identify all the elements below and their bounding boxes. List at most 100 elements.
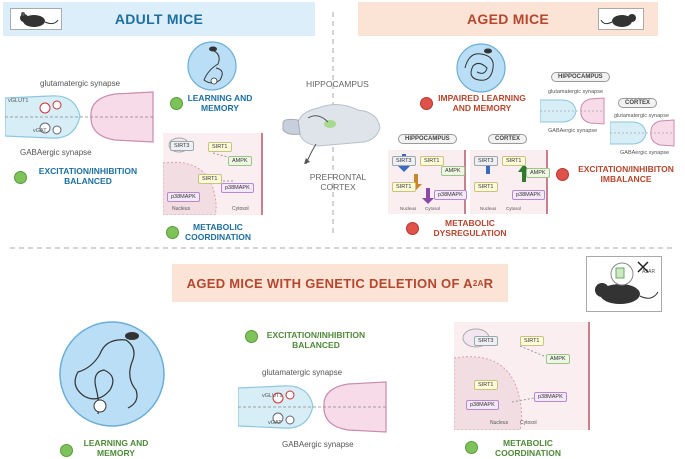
adult-mice-banner: ADULT MICE [3,2,315,36]
adult-sirt1-tag-bottom: SIRT1 [198,174,222,184]
adult-ei-caption: EXCITATION/INHIBITION BALANCED [30,166,146,186]
a2ar-tag-label: A2AR [642,269,656,275]
adult-ei-line2: BALANCED [64,176,112,186]
aged-hippo-glut-label: glutamatergic synapse [548,89,604,95]
ko-ampk-tag: AMPK [546,354,570,364]
aged-cortex-sirt3-tag: SIRT3 [474,156,498,166]
ko-ei-smile-icon [245,330,258,343]
adult-metab-smile-icon [166,226,179,239]
aged-ei-line2: IMBALANCE [600,174,652,184]
adult-mouse-icon [10,8,62,30]
aged-hippo-sirt1b-tag: SIRT1 [392,182,416,192]
adult-nucleus-label: Nucleus [172,206,191,212]
ko-gabaergic-label: GABAergic synapse [282,440,354,449]
adult-vgat-label: vGAT [33,128,47,134]
aged-metab-line1: METABOLIC [445,218,495,228]
aged-maze-icon [456,43,506,93]
aged-hippo-ampk-tag: AMPK [441,166,465,176]
ko-metab-caption: METABOLIC COORDINATION [482,438,574,458]
ko-vglut1-label: vGLUT1 [262,393,283,399]
aged-mouse-icon [598,8,644,30]
adult-ei-smile-icon [14,171,27,184]
ko-p38-tag-right: p38MAPK [534,392,567,402]
aged-cortex-pill-2: CORTEX [488,134,528,144]
adult-learning-line1: LEARNING AND [187,93,253,103]
adult-learning-caption: LEARNING AND MEMORY [185,93,255,113]
aged-hippocampus-pill: HIPPOCAMPUS [551,72,610,82]
adult-learning-line2: MEMORY [201,103,239,113]
deletion-title: AGED MICE WITH GENETIC DELETION OF A [186,275,473,291]
aged-ei-caption: EXCITATION/INHIBITON IMBALANCE [570,164,682,184]
aged-hippo-gaba-label: GABAergic synapse [548,128,598,134]
adult-cytosol-label: Cytosol [232,206,249,212]
aged-cortex-glut-label: glutamatergic synapse [614,113,670,119]
prefrontal-caption: PREFRONTAL CORTEX [303,172,373,192]
aged-learning-line2: AND MEMORY [452,103,512,113]
prefrontal-line1: PREFRONTAL [309,172,367,182]
adult-metab-line1: METABOLIC [193,222,243,232]
aged-hippo-nucleus-label: Nucleus [400,206,417,211]
aged-cortex-sirt1b-tag: SIRT1 [474,182,498,192]
adult-gabaergic-label: GABAergic synapse [20,148,92,157]
prefrontal-line2: CORTEX [320,182,356,192]
aged-mice-title: AGED MICE [466,11,550,27]
aged-hippo-synapse [540,97,605,125]
ko-ei-caption: EXCITATION/INHIBITION BALANCED [260,330,372,350]
ko-metab-line1: METABOLIC [503,438,553,448]
adult-vglut1-label: vGLUT1 [8,98,29,104]
aged-hippo-p38-tag: p38MAPK [434,190,467,200]
adult-maze-icon [187,41,237,91]
ko-learning-caption: LEARNING AND MEMORY [76,438,156,458]
adult-ampk-tag: AMPK [228,156,252,166]
adult-ei-line1: EXCITATION/INHIBITION [38,166,138,176]
ko-cytosol-label: Cytosol [520,420,537,426]
aged-cortex-cytosol-label: Cytosol [506,206,522,211]
adult-metab-caption: METABOLIC COORDINATION [178,222,258,242]
aged-cortex-ampk-tag: AMPK [526,168,550,178]
aged-cortex-p38-tag: p38MAPK [512,190,545,200]
aged-hippocampus-pill-2: HIPPOCAMPUS [398,134,457,144]
aged-cortex-synapse [610,119,675,147]
ko-ei-line2: BALANCED [292,340,340,350]
ko-synapse-diagram [238,381,387,433]
aged-learning-frown-icon [420,97,433,110]
aged-learning-line1: IMPAIRED LEARNING [438,93,526,103]
adult-sirt1-tag-top: SIRT1 [208,142,232,152]
ko-glutamatergic-label: glutamatergic synapse [262,368,343,377]
brain-illustration [282,104,381,165]
ko-metab-smile-icon [465,441,478,454]
aged-cortex-pill: CORTEX [618,98,658,108]
adult-metab-line2: COORDINATION [185,232,251,242]
ko-sirt1-tag-top: SIRT1 [520,336,544,346]
aged-hippo-sirt1-tag: SIRT1 [420,156,444,166]
adult-sirt3-tag: SIRT3 [170,141,194,151]
aged-cortex-nucleus-label: Nucleus [480,206,497,211]
aged-metab-caption: METABOLIC DYSREGULATION [420,218,520,238]
aged-metab-frown-icon [406,222,419,235]
hippocampus-label: HIPPOCAMPUS [306,79,369,89]
ko-learning-line2: MEMORY [97,448,135,458]
ko-ei-line1: EXCITATION/INHIBITION [266,330,366,340]
adult-mice-title: ADULT MICE [114,11,204,27]
aged-hippo-cytosol-label: Cytosol [425,206,441,211]
ko-maze-icon [59,321,165,427]
ko-sirt3-tag: SIRT3 [474,336,498,346]
aged-learning-caption: IMPAIRED LEARNING AND MEMORY [434,93,530,113]
aged-cortex-gaba-label: GABAergic synapse [620,150,670,156]
adult-p38-tag-right: p38MAPK [221,183,254,193]
ko-vgat-label: vGAT [268,420,282,426]
ko-learning-smile-icon [60,444,73,457]
deletion-title-end: R [483,275,494,291]
adult-glutamatergic-label: glutamatergic synapse [40,79,121,88]
ko-nucleus-label: Nucleus [490,420,509,426]
aged-ei-frown-icon [556,168,569,181]
aged-ei-line1: EXCITATION/INHIBITON [578,164,674,174]
ko-p38-tag-left: p38MAPK [466,400,499,410]
aged-metab-line2: DYSREGULATION [433,228,507,238]
aged-cortex-sirt1-tag: SIRT1 [502,156,526,166]
ko-learning-line1: LEARNING AND [83,438,149,448]
aged-hippo-sirt3-tag: SIRT3 [392,156,416,166]
ko-sirt1-tag-bottom: SIRT1 [474,380,498,390]
deletion-title-sub: 2A [472,278,484,288]
